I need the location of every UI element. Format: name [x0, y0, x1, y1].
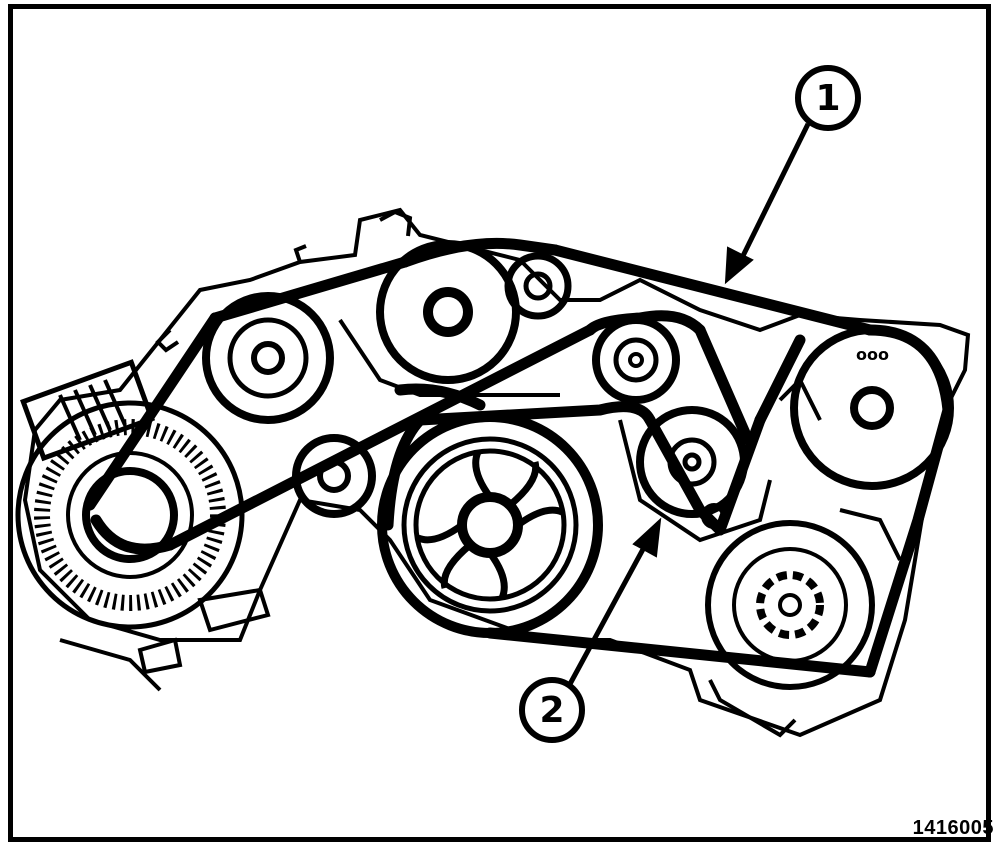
drive-belt [84, 237, 954, 678]
crankshaft-pulley [377, 412, 603, 638]
idler-top-small [504, 252, 572, 320]
svg-text:ooo: ooo [856, 345, 889, 364]
pulley-upper-left [202, 292, 334, 424]
callout-1 [724, 65, 861, 285]
callout-2 [519, 517, 662, 743]
pulley-left-hub [82, 467, 178, 563]
figure-number: 1416005 [912, 817, 994, 839]
diagram-frame [8, 4, 991, 842]
callout-1-label: 1 [815, 77, 841, 119]
idler-center-small [592, 316, 680, 404]
callout-2-label: 2 [539, 689, 565, 731]
compressor-unit [705, 508, 902, 738]
